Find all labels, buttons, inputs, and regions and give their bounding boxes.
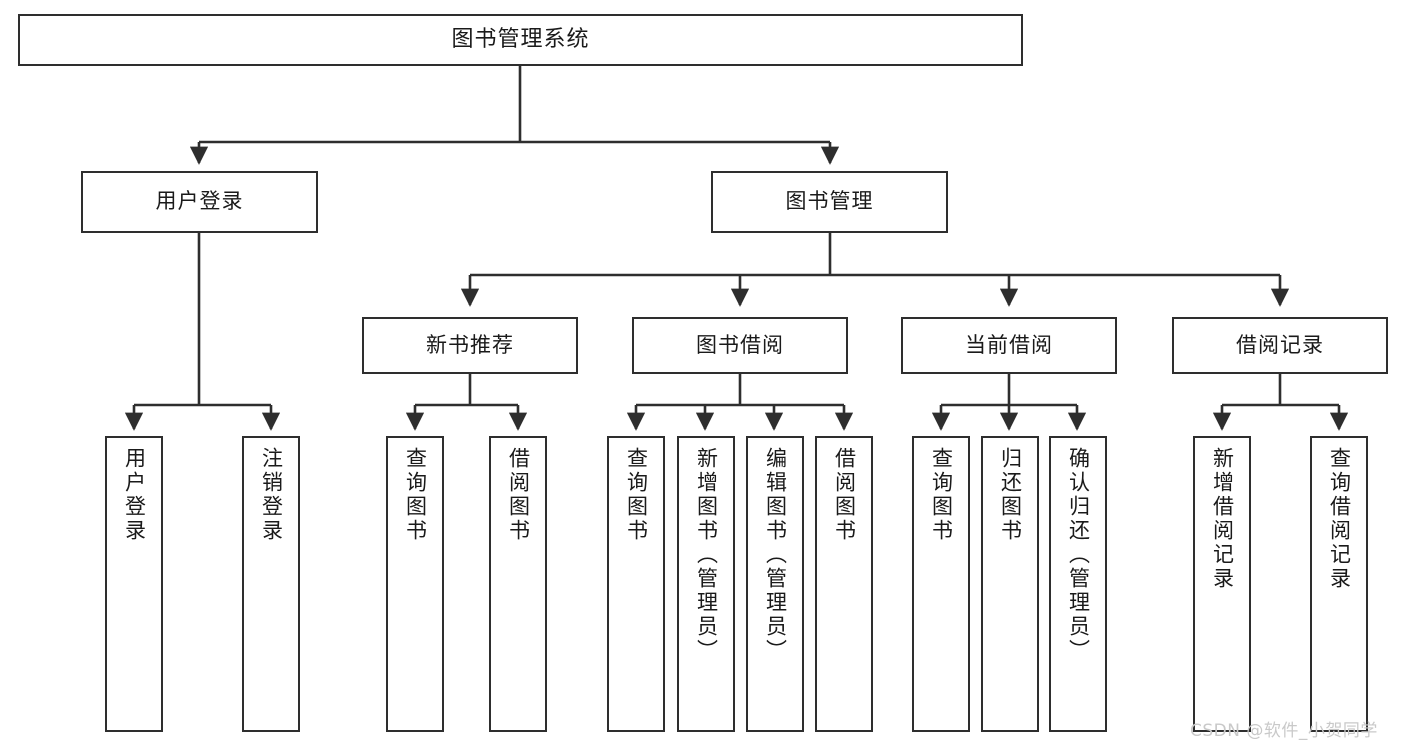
leaf-borrow-record-1-label: 新增借阅记录 bbox=[1210, 447, 1235, 591]
leaf-user-login-1-label: 用户登录 bbox=[122, 447, 147, 543]
node-borrow-record-label: 借阅记录 bbox=[1236, 332, 1324, 357]
leaf-book-borrow-3-label: 编辑图书（管理员） bbox=[763, 447, 788, 663]
leaf-book-borrow-2-label: 新增图书（管理员） bbox=[694, 447, 719, 663]
leaf-borrow-record-2[interactable]: 查询借阅记录 bbox=[1310, 436, 1368, 732]
node-user-login-label: 用户登录 bbox=[155, 189, 244, 214]
node-root-label: 图书管理系统 bbox=[451, 26, 590, 52]
leaf-current-borrow-3-label: 确认归还（管理员） bbox=[1066, 447, 1091, 663]
leaf-user-login-2-label: 注销登录 bbox=[259, 447, 284, 543]
leaf-user-login-1[interactable]: 用户登录 bbox=[105, 436, 163, 732]
leaf-borrow-record-1[interactable]: 新增借阅记录 bbox=[1193, 436, 1251, 732]
leaf-current-borrow-2[interactable]: 归还图书 bbox=[981, 436, 1039, 732]
node-book-manage[interactable]: 图书管理 bbox=[711, 171, 948, 233]
leaf-book-borrow-1-label: 查询图书 bbox=[624, 447, 649, 543]
leaf-book-borrow-4[interactable]: 借阅图书 bbox=[815, 436, 873, 732]
leaf-current-borrow-1[interactable]: 查询图书 bbox=[912, 436, 970, 732]
leaf-new-book-2-label: 借阅图书 bbox=[506, 447, 531, 543]
leaf-book-borrow-1[interactable]: 查询图书 bbox=[607, 436, 665, 732]
leaf-current-borrow-1-label: 查询图书 bbox=[929, 447, 954, 543]
node-root[interactable]: 图书管理系统 bbox=[18, 14, 1023, 66]
node-current-borrow-label: 当前借阅 bbox=[965, 332, 1053, 357]
leaf-new-book-1[interactable]: 查询图书 bbox=[386, 436, 444, 732]
node-book-borrow[interactable]: 图书借阅 bbox=[632, 317, 848, 374]
node-borrow-record[interactable]: 借阅记录 bbox=[1172, 317, 1388, 374]
leaf-book-borrow-4-label: 借阅图书 bbox=[832, 447, 857, 543]
leaf-user-login-2[interactable]: 注销登录 bbox=[242, 436, 300, 732]
node-current-borrow[interactable]: 当前借阅 bbox=[901, 317, 1117, 374]
csdn-watermark: CSDN @软件_小贺同学 bbox=[1190, 721, 1378, 741]
leaf-book-borrow-2[interactable]: 新增图书（管理员） bbox=[677, 436, 735, 732]
leaf-current-borrow-2-label: 归还图书 bbox=[998, 447, 1023, 543]
node-new-book-recommend-label: 新书推荐 bbox=[426, 332, 514, 357]
leaf-new-book-2[interactable]: 借阅图书 bbox=[489, 436, 547, 732]
node-book-borrow-label: 图书借阅 bbox=[696, 332, 784, 357]
node-new-book-recommend[interactable]: 新书推荐 bbox=[362, 317, 578, 374]
leaf-current-borrow-3[interactable]: 确认归还（管理员） bbox=[1049, 436, 1107, 732]
leaf-borrow-record-2-label: 查询借阅记录 bbox=[1327, 447, 1352, 591]
leaf-book-borrow-3[interactable]: 编辑图书（管理员） bbox=[746, 436, 804, 732]
node-book-manage-label: 图书管理 bbox=[785, 189, 874, 214]
node-user-login[interactable]: 用户登录 bbox=[81, 171, 318, 233]
leaf-new-book-1-label: 查询图书 bbox=[403, 447, 428, 543]
